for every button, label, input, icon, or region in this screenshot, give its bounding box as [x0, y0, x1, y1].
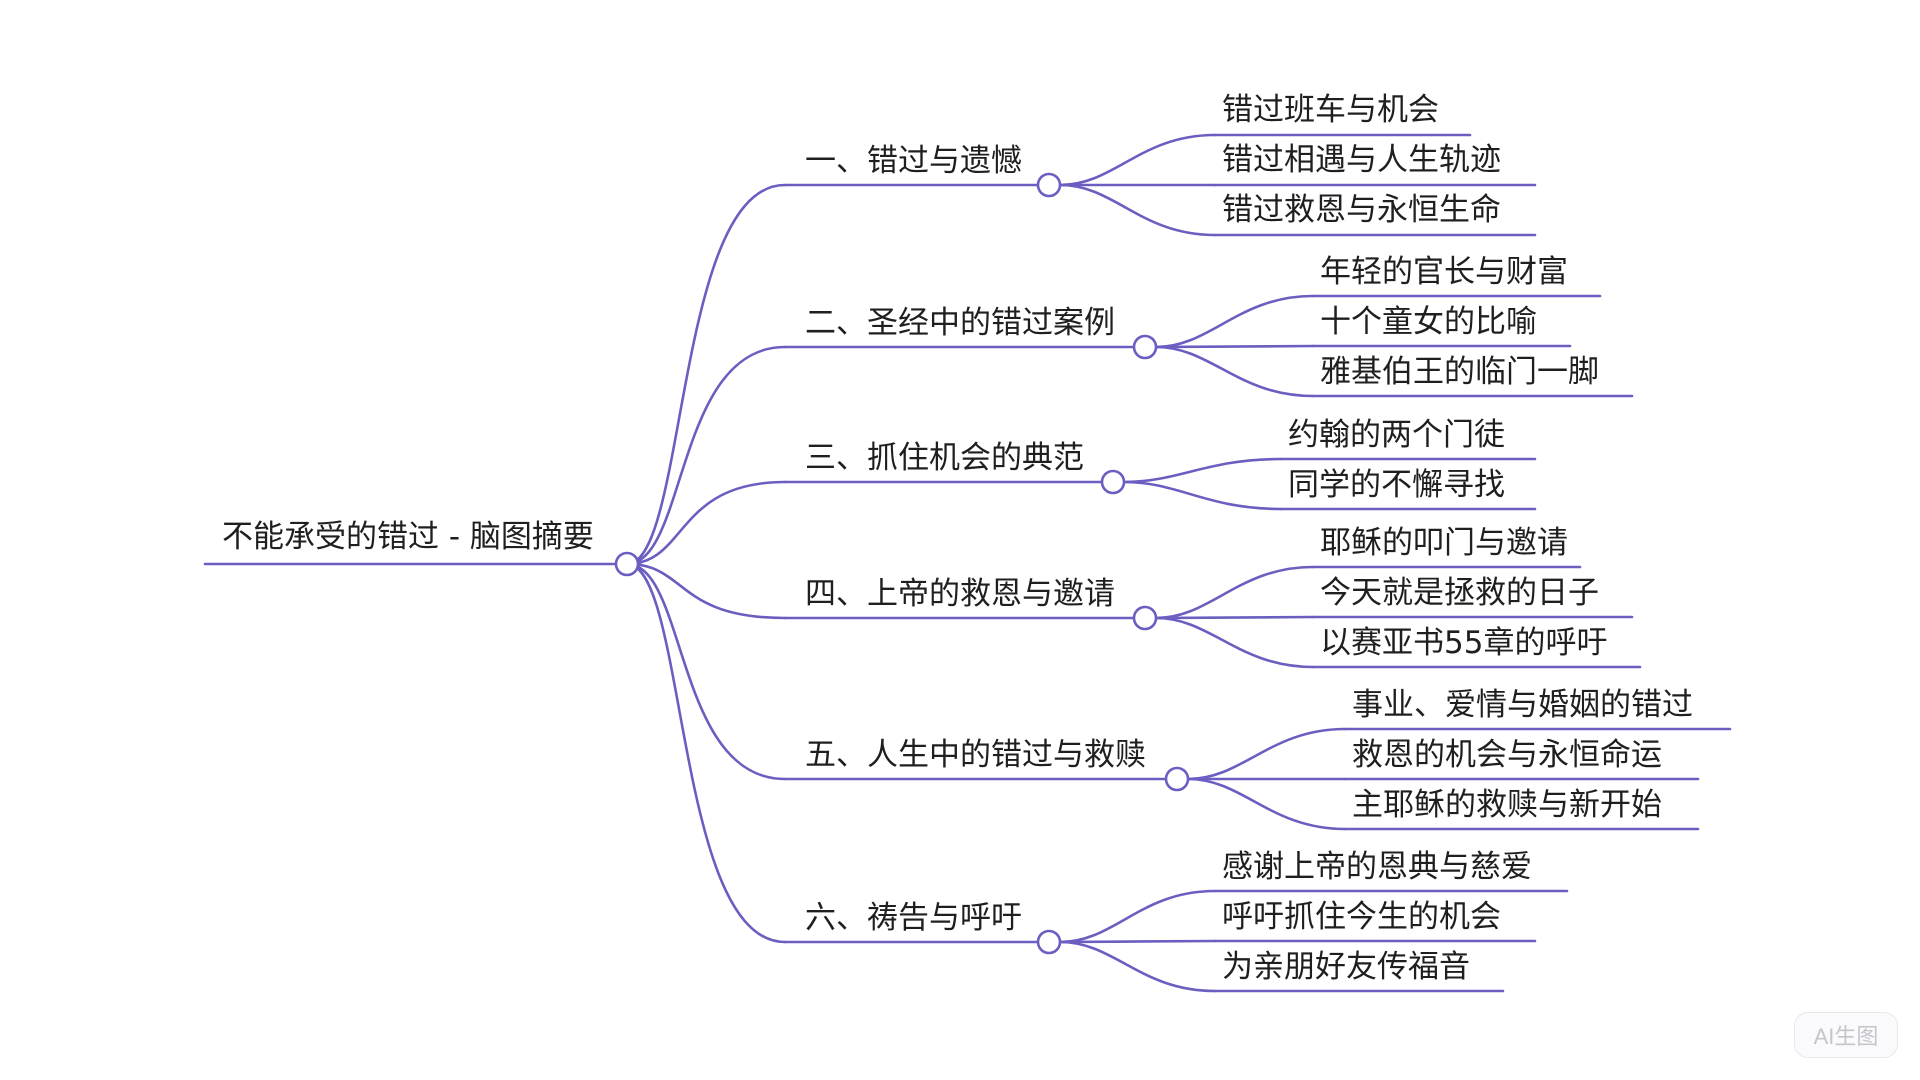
branch-connector — [625, 562, 787, 620]
leaf-topic: 十个童女的比喻 — [1320, 304, 1537, 340]
leaf-topic: 感谢上帝的恩典与慈爱 — [1222, 849, 1532, 885]
watermark-badge: AI生图 — [1794, 1012, 1898, 1058]
branch-node-toggle[interactable] — [1164, 766, 1190, 792]
branch-connector — [625, 562, 787, 944]
leaf-connector — [1122, 480, 1283, 511]
leaf-connector — [1154, 615, 1315, 620]
leaf-topic: 错过班车与机会 — [1222, 92, 1439, 128]
leaf-topic: 约翰的两个门徒 — [1288, 417, 1505, 453]
branch-connector — [625, 183, 787, 566]
leaf-connector — [1058, 939, 1217, 944]
leaf-topic: 呼吁抓住今生的机会 — [1222, 899, 1501, 935]
branch-node-toggle[interactable] — [1132, 334, 1158, 360]
branch-node-toggle[interactable] — [1036, 929, 1062, 955]
leaf-topic: 错过相遇与人生轨迹 — [1222, 142, 1501, 178]
leaf-connector — [1154, 344, 1315, 349]
leaf-topic: 错过救恩与永恒生命 — [1222, 192, 1501, 228]
leaf-topic: 耶稣的叩门与邀请 — [1320, 525, 1568, 561]
leaf-connector — [1186, 727, 1347, 781]
leaf-connector — [1186, 777, 1347, 831]
branch-connector — [625, 562, 787, 781]
branch-topic: 四、上帝的救恩与邀请 — [805, 576, 1115, 612]
leaf-topic: 以赛亚书55章的呼吁 — [1320, 625, 1608, 661]
leaf-topic: 事业、爱情与婚姻的错过 — [1352, 687, 1693, 723]
leaf-topic: 主耶稣的救赎与新开始 — [1352, 787, 1662, 823]
leaf-connector — [1058, 940, 1217, 993]
root-node-toggle[interactable] — [614, 551, 640, 577]
leaf-connector — [1058, 133, 1217, 187]
leaf-topic: 今天就是拯救的日子 — [1320, 575, 1599, 611]
branch-node-toggle[interactable] — [1132, 605, 1158, 631]
leaf-connector — [1154, 616, 1315, 669]
branch-topic: 六、祷告与呼吁 — [805, 900, 1022, 936]
branch-connector — [625, 345, 787, 566]
branch-connector — [625, 480, 787, 566]
leaf-connector — [1058, 183, 1217, 237]
leaf-connector — [1122, 457, 1283, 484]
leaf-topic: 雅基伯王的临门一脚 — [1320, 354, 1599, 390]
branch-topic: 五、人生中的错过与救赎 — [805, 737, 1146, 773]
leaf-topic: 为亲朋好友传福音 — [1222, 949, 1470, 985]
branch-node-toggle[interactable] — [1100, 469, 1126, 495]
leaf-connector — [1154, 565, 1315, 620]
leaf-topic: 年轻的官长与财富 — [1320, 254, 1568, 290]
leaf-connector — [1154, 294, 1315, 349]
leaf-topic: 救恩的机会与永恒命运 — [1352, 737, 1662, 773]
branch-topic: 一、错过与遗憾 — [805, 143, 1022, 179]
leaf-connector — [1058, 889, 1217, 944]
branch-node-toggle[interactable] — [1036, 172, 1062, 198]
root-topic: 不能承受的错过 - 脑图摘要 — [222, 519, 594, 555]
branch-topic: 三、抓住机会的典范 — [805, 440, 1084, 476]
leaf-connector — [1154, 345, 1315, 398]
branch-topic: 二、圣经中的错过案例 — [805, 305, 1115, 341]
leaf-topic: 同学的不懈寻找 — [1288, 467, 1505, 503]
